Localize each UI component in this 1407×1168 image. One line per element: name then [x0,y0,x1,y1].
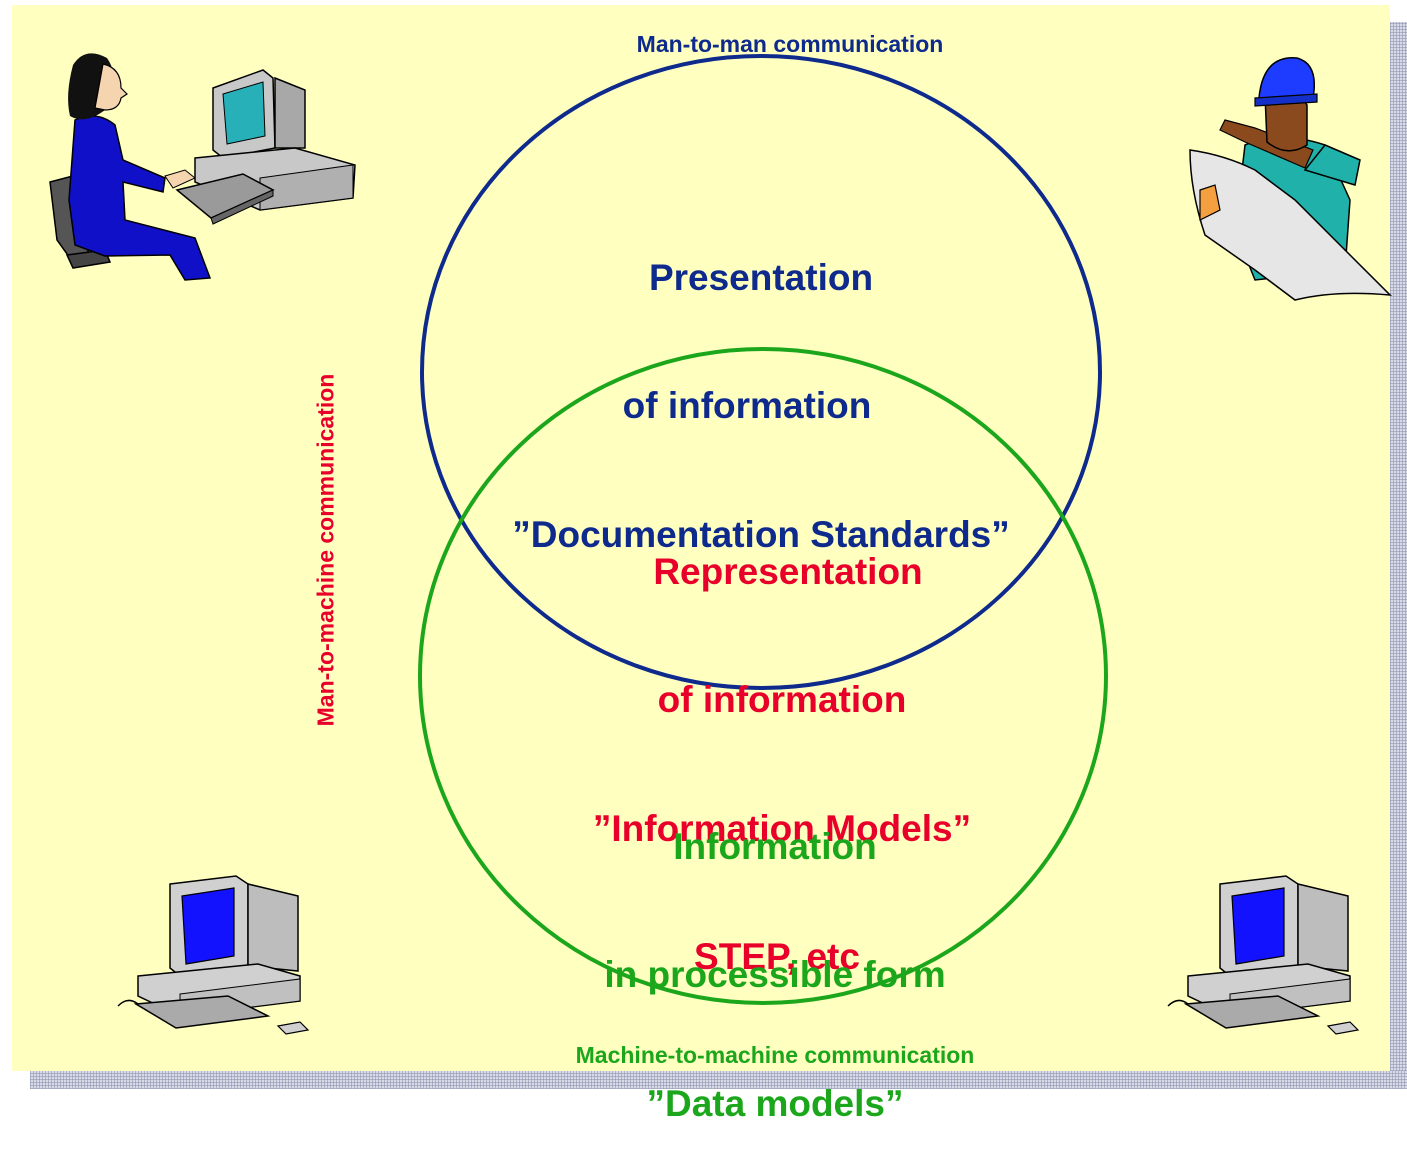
presentation-line-2: of information [622,385,872,427]
construction-worker-icon [1189,57,1392,301]
representation-line-4: STEP, etc [694,936,860,978]
lower-circle [418,347,1108,1005]
venn-diagram [418,54,1108,1005]
processible-block: Information in processible form ”Data mo… [475,741,1075,1168]
presentation-block: Presentation of information ”Documentati… [461,172,1061,599]
computer-left-icon [117,875,310,1035]
representation-block: Representation of information ”Informati… [482,466,1082,1022]
bottom-label: Machine-to-machine communication [575,1042,975,1068]
presentation-line-1: Presentation [648,257,874,298]
processible-line-3: ”Data models” [646,1082,904,1124]
representation-line-3: ”Information Models” [592,807,972,849]
slide-shadow-bottom [30,1071,1407,1089]
processible-line-2: in processible form [604,954,946,996]
representation-line-1: Representation [653,551,923,592]
slide-shadow-right [1390,22,1407,1089]
top-label: Man-to-man communication [636,31,944,57]
representation-line-2: of information [657,679,907,721]
presentation-line-3: ”Documentation Standards” [512,513,1010,555]
woman-at-computer-icon [49,53,356,281]
processible-line-1: Information [673,826,877,867]
side-label: Man-to-machine communication [312,373,339,727]
upper-circle [420,54,1102,690]
computer-right-icon [1167,875,1360,1035]
